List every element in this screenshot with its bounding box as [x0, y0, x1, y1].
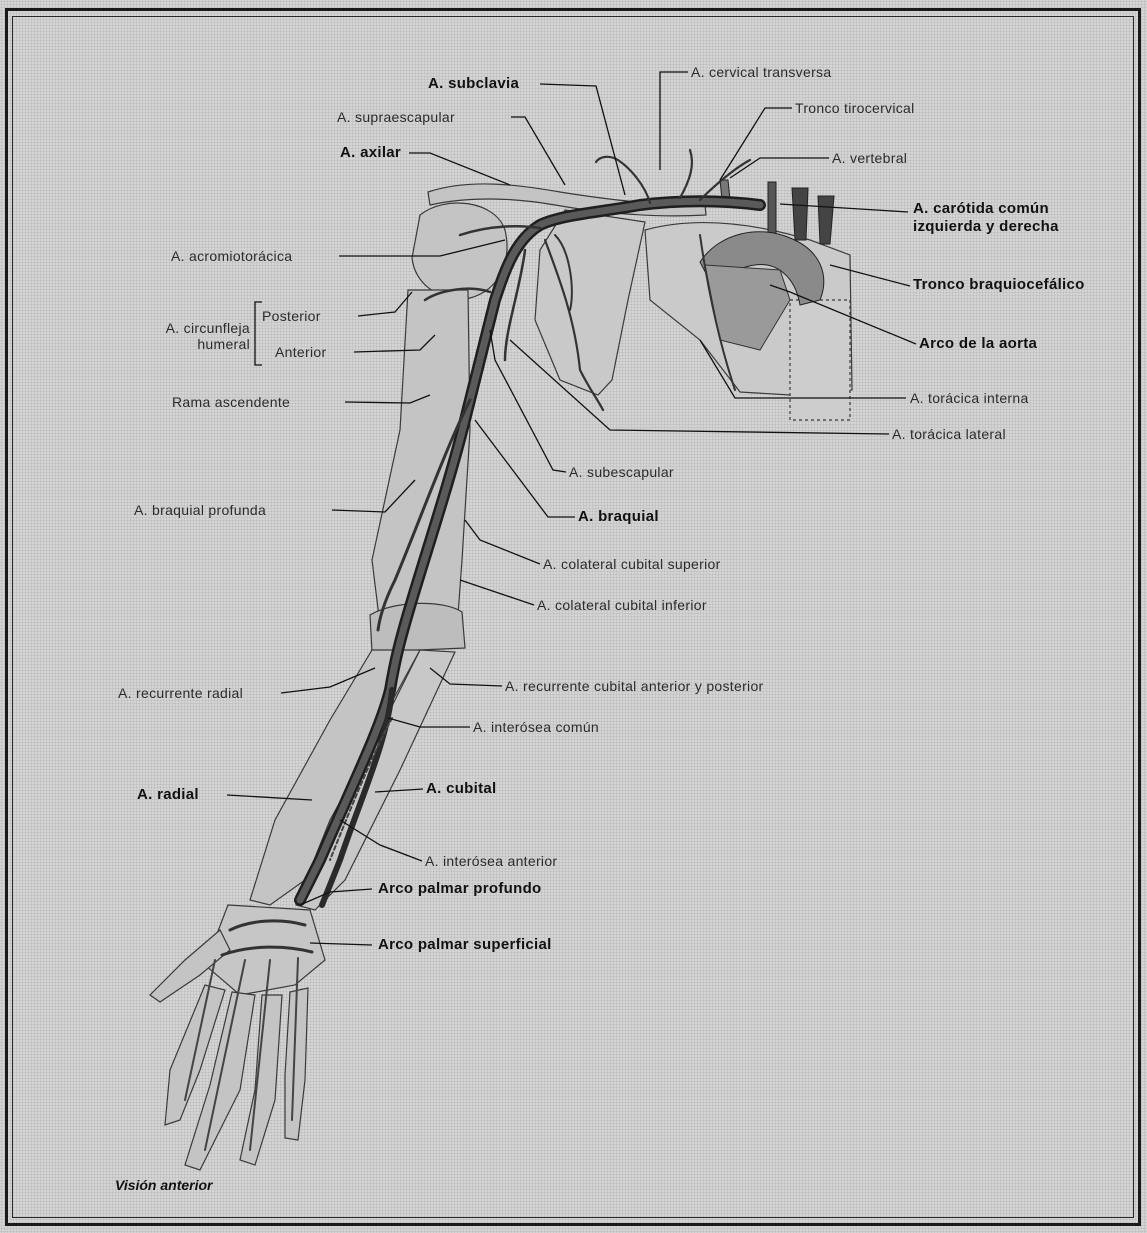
label-arco-superficial: Arco palmar superficial: [378, 937, 552, 953]
label-toracica-interna: A. torácica interna: [910, 390, 1029, 406]
label-cervical-transversa: A. cervical transversa: [691, 64, 831, 80]
label-subclavia: A. subclavia: [428, 76, 519, 92]
figure-caption: Visión anterior: [115, 1177, 213, 1193]
label-interosea-anterior: A. interósea anterior: [425, 853, 557, 869]
label-interosea-comun: A. interósea común: [473, 719, 599, 735]
label-posterior: Posterior: [262, 308, 321, 324]
label-vertebral: A. vertebral: [832, 150, 907, 166]
label-arco-aorta: Arco de la aorta: [919, 336, 1037, 352]
label-colateral-superior: A. colateral cubital superior: [543, 556, 721, 572]
label-acromiotoracica: A. acromiotorácica: [171, 248, 292, 264]
label-carotida-line1: A. carótida común: [913, 201, 1049, 217]
label-circunfleja-line1: A. circunfleja: [115, 320, 250, 336]
label-rama-ascendente: Rama ascendente: [172, 394, 290, 410]
label-axilar: A. axilar: [340, 145, 401, 161]
label-tronco-braquiocefalico: Tronco braquiocefálico: [913, 277, 1085, 293]
label-supraescapular: A. supraescapular: [337, 109, 455, 125]
label-braquial-profunda: A. braquial profunda: [134, 502, 266, 518]
label-subescapular: A. subescapular: [569, 464, 674, 480]
label-cubital: A. cubital: [426, 781, 497, 797]
label-anterior: Anterior: [275, 344, 326, 360]
label-radial: A. radial: [137, 787, 199, 803]
label-recurrente-radial: A. recurrente radial: [118, 685, 243, 701]
label-tronco-tirocervical: Tronco tirocervical: [795, 100, 915, 116]
label-colateral-inferior: A. colateral cubital inferior: [537, 597, 707, 613]
label-arco-profundo: Arco palmar profundo: [378, 881, 542, 897]
label-toracica-lateral: A. torácica lateral: [892, 426, 1006, 442]
label-recurrente-cubital: A. recurrente cubital anterior y posteri…: [505, 678, 764, 694]
label-braquial: A. braquial: [578, 509, 659, 525]
label-circunfleja-line2: humeral: [115, 336, 250, 352]
label-carotida-line2: izquierda y derecha: [913, 219, 1059, 235]
